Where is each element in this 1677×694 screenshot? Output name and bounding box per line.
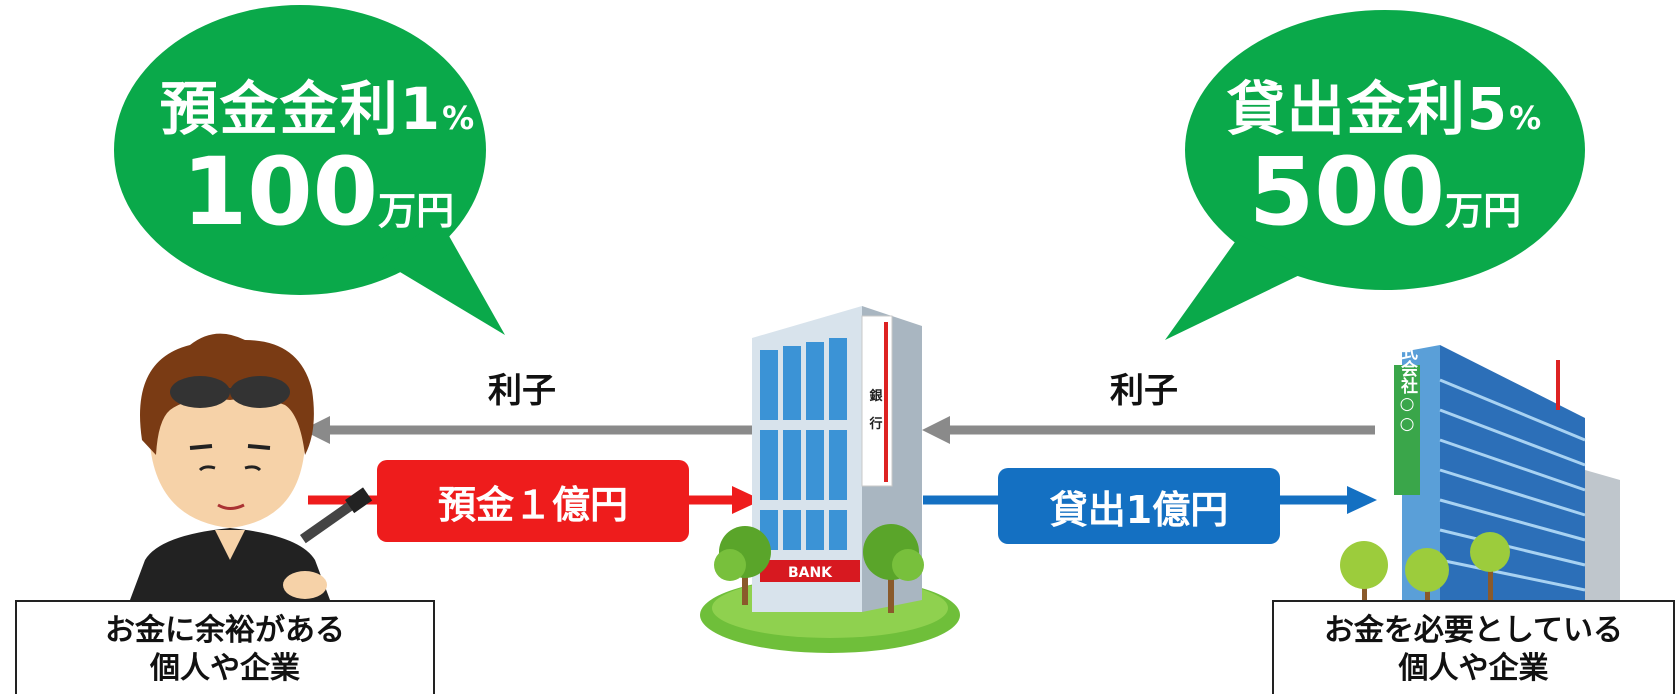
left-bubble-amount: 100 bbox=[181, 138, 379, 247]
interest-label-right: 利子 bbox=[1110, 371, 1178, 411]
bank-sign-text: BANK bbox=[788, 565, 833, 581]
interest-label-left: 利子 bbox=[488, 371, 556, 411]
bank-vertical-sign-2: 行 bbox=[868, 416, 882, 432]
bank-sign bbox=[760, 560, 860, 582]
guitar-icon bbox=[283, 487, 373, 599]
bank-vertical-sign-1: 銀 bbox=[869, 388, 882, 404]
left-bubble-percent: % bbox=[442, 99, 477, 137]
right-bubble-rate: 貸出金利5 bbox=[1226, 75, 1510, 143]
bank-tree-left bbox=[714, 526, 771, 605]
right-bubble-unit: 万円 bbox=[1445, 189, 1522, 233]
right-bubble-amount: 500 bbox=[1248, 138, 1446, 247]
bank-tree-right bbox=[863, 524, 924, 613]
right-bubble-percent: % bbox=[1509, 99, 1544, 137]
borrower-box-line2: 個人や企業 bbox=[1398, 651, 1549, 686]
lender-box-line2: 個人や企業 bbox=[150, 651, 300, 686]
sunglasses-icon bbox=[170, 376, 290, 408]
bank-building: BANK 銀 行 bbox=[700, 306, 960, 653]
lender-box-line1: お金に余裕がある bbox=[105, 613, 345, 648]
left-bubble-text: 預金金利1% 100万円 bbox=[148, 62, 488, 240]
company-sign-text: 株式会社○○ bbox=[1397, 325, 1419, 434]
company-building: 株式会社○○ bbox=[1340, 325, 1620, 620]
interest-arrow-right bbox=[922, 416, 1375, 444]
deposit-label: 預金１億円 bbox=[377, 460, 689, 542]
lender-box: お金に余裕がある 個人や企業 bbox=[15, 600, 435, 694]
person-illustration bbox=[130, 333, 373, 600]
left-bubble-rate: 預金金利1 bbox=[159, 75, 443, 143]
borrower-box: お金を必要としている 個人や企業 bbox=[1272, 600, 1675, 694]
left-bubble-unit: 万円 bbox=[378, 189, 455, 233]
right-bubble-text: 貸出金利5% 500万円 bbox=[1205, 62, 1565, 240]
borrower-box-line1: お金を必要としている bbox=[1323, 613, 1624, 648]
company-trees bbox=[1340, 532, 1510, 610]
right-speech-bubble bbox=[1165, 10, 1585, 340]
company-sign bbox=[1394, 365, 1420, 495]
left-speech-bubble bbox=[114, 5, 505, 335]
interest-arrow-left bbox=[302, 416, 755, 444]
loan-label: 貸出1億円 bbox=[998, 468, 1280, 544]
